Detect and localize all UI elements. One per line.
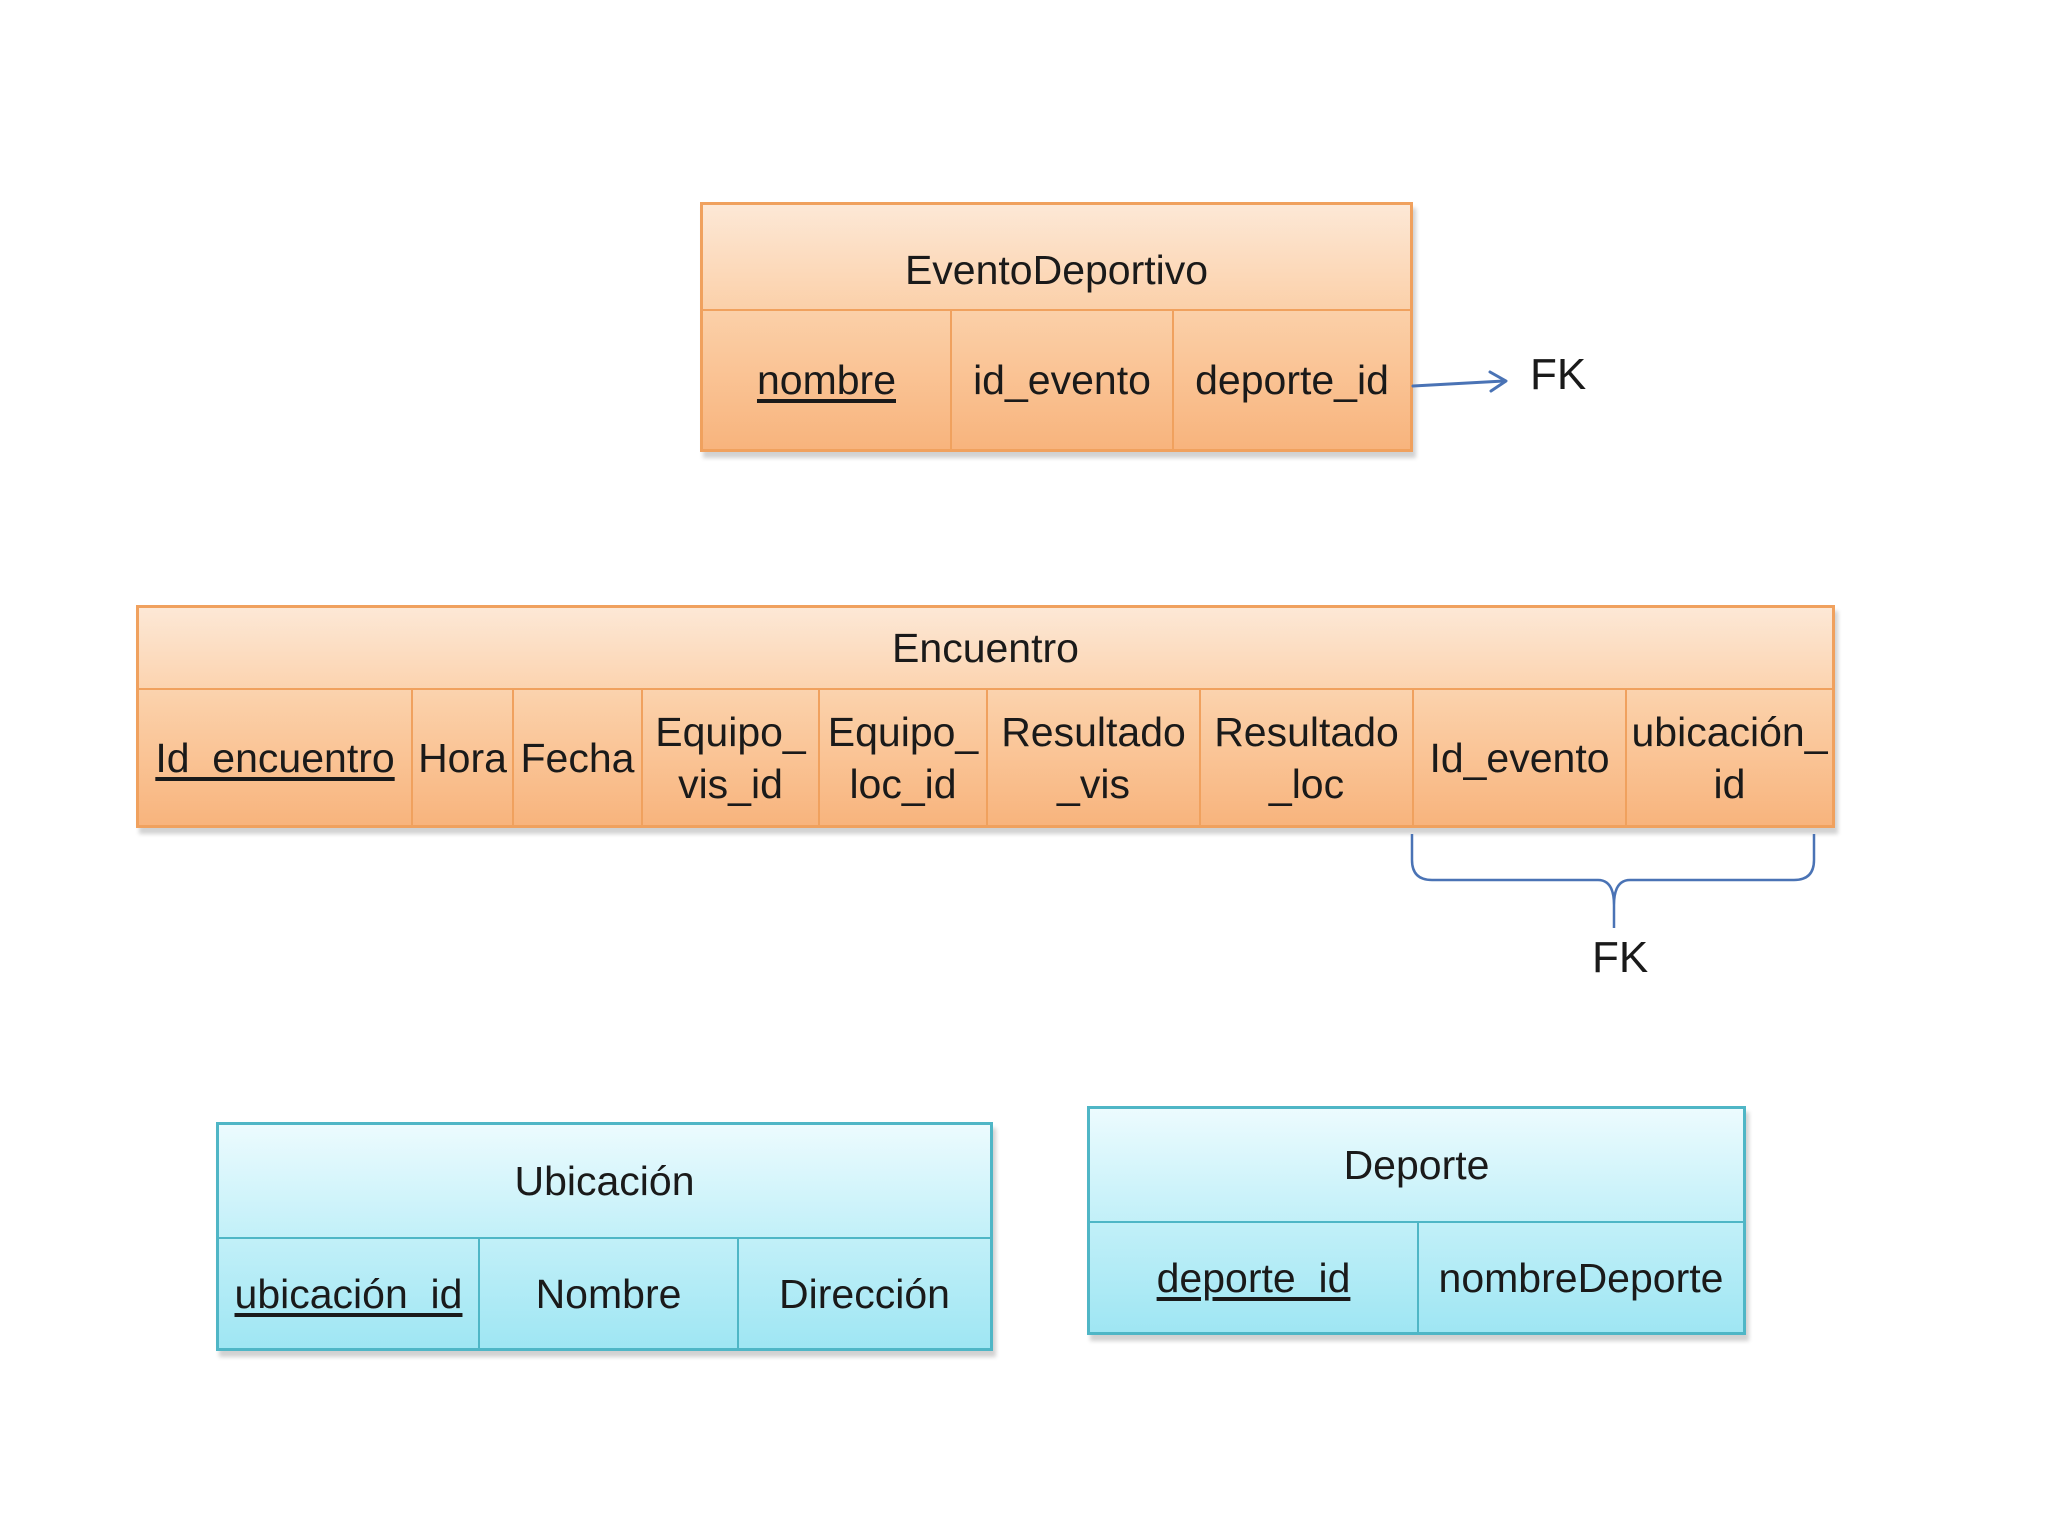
fk-label-encuentro: FK — [1592, 933, 1649, 982]
entity-title: Ubicación — [219, 1125, 990, 1239]
entity-eventodeportivo: EventoDeportivo nombre id_evento deporte… — [700, 202, 1413, 452]
entity-encuentro: Encuentro Id_encuentro Hora Fecha Equipo… — [136, 605, 1835, 828]
entity-deporte: Deporte deporte_id nombreDeporte — [1087, 1106, 1746, 1335]
attribute-id-evento: Id_evento — [1412, 690, 1625, 825]
entity-ubicacion: Ubicación ubicación_id Nombre Dirección — [216, 1122, 993, 1351]
attribute-ubicacion-id: ubicación_ id — [1625, 690, 1832, 825]
entity-title: Encuentro — [139, 608, 1832, 690]
attribute-nombredeporte: nombreDeporte — [1417, 1223, 1743, 1332]
entity-title: Deporte — [1090, 1109, 1743, 1223]
attribute-hora: Hora — [411, 690, 512, 825]
attribute-deporte-id: deporte_id — [1172, 311, 1410, 449]
fk-label-evento: FK — [1530, 350, 1587, 399]
attribute-nombre: Nombre — [478, 1239, 737, 1348]
attribute-deporte-id: deporte_id — [1156, 1254, 1351, 1301]
attribute-resultado-loc: Resultado _loc — [1199, 690, 1412, 825]
attribute-ubicacion-id: ubicación_id — [234, 1270, 463, 1317]
attribute-resultado-vis: Resultado _vis — [986, 690, 1199, 825]
fk-brace — [1410, 834, 1816, 928]
attribute-fecha: Fecha — [512, 690, 641, 825]
attribute-id-encuentro: Id_encuentro — [155, 734, 395, 781]
fk-arrow — [1411, 370, 1508, 393]
entity-title: EventoDeportivo — [703, 205, 1410, 311]
attribute-direccion: Dirección — [737, 1239, 990, 1348]
attribute-equipo-vis-id: Equipo_ vis_id — [641, 690, 818, 825]
attribute-id-evento: id_evento — [950, 311, 1172, 449]
attribute-nombre: nombre — [756, 357, 896, 403]
attribute-equipo-loc-id: Equipo_ loc_id — [818, 690, 986, 825]
